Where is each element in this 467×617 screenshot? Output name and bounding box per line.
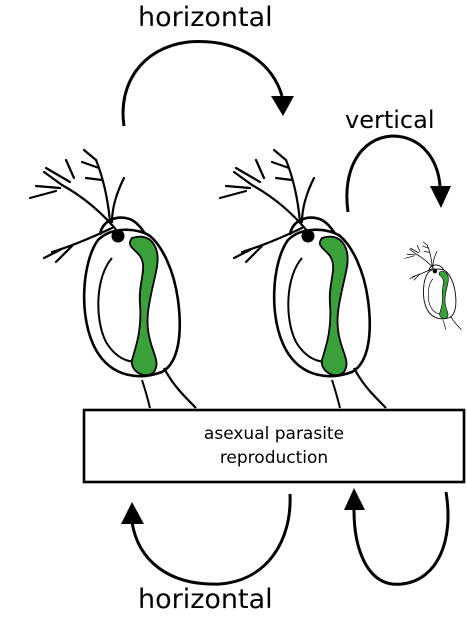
vertical-label: vertical [345, 106, 434, 134]
horizontal-label-top: horizontal [138, 2, 273, 33]
horizontal-transmission-arrow-top [123, 42, 294, 126]
vertical-transmission-arrow [347, 136, 451, 212]
return-loop-arrow-bottom-right [344, 488, 448, 584]
daphnia-small-offspring-illustration [405, 242, 461, 330]
horizontal-transmission-arrow-bottom [121, 494, 290, 584]
box-label-line-1: asexual parasite [84, 422, 464, 446]
box-label: asexual parasite reproduction [84, 422, 464, 482]
box-label-line-2: reproduction [84, 446, 464, 470]
daphnia-left-illustration [30, 150, 196, 408]
daphnia-middle-illustration [220, 150, 386, 408]
horizontal-label-bottom: horizontal [138, 584, 273, 615]
